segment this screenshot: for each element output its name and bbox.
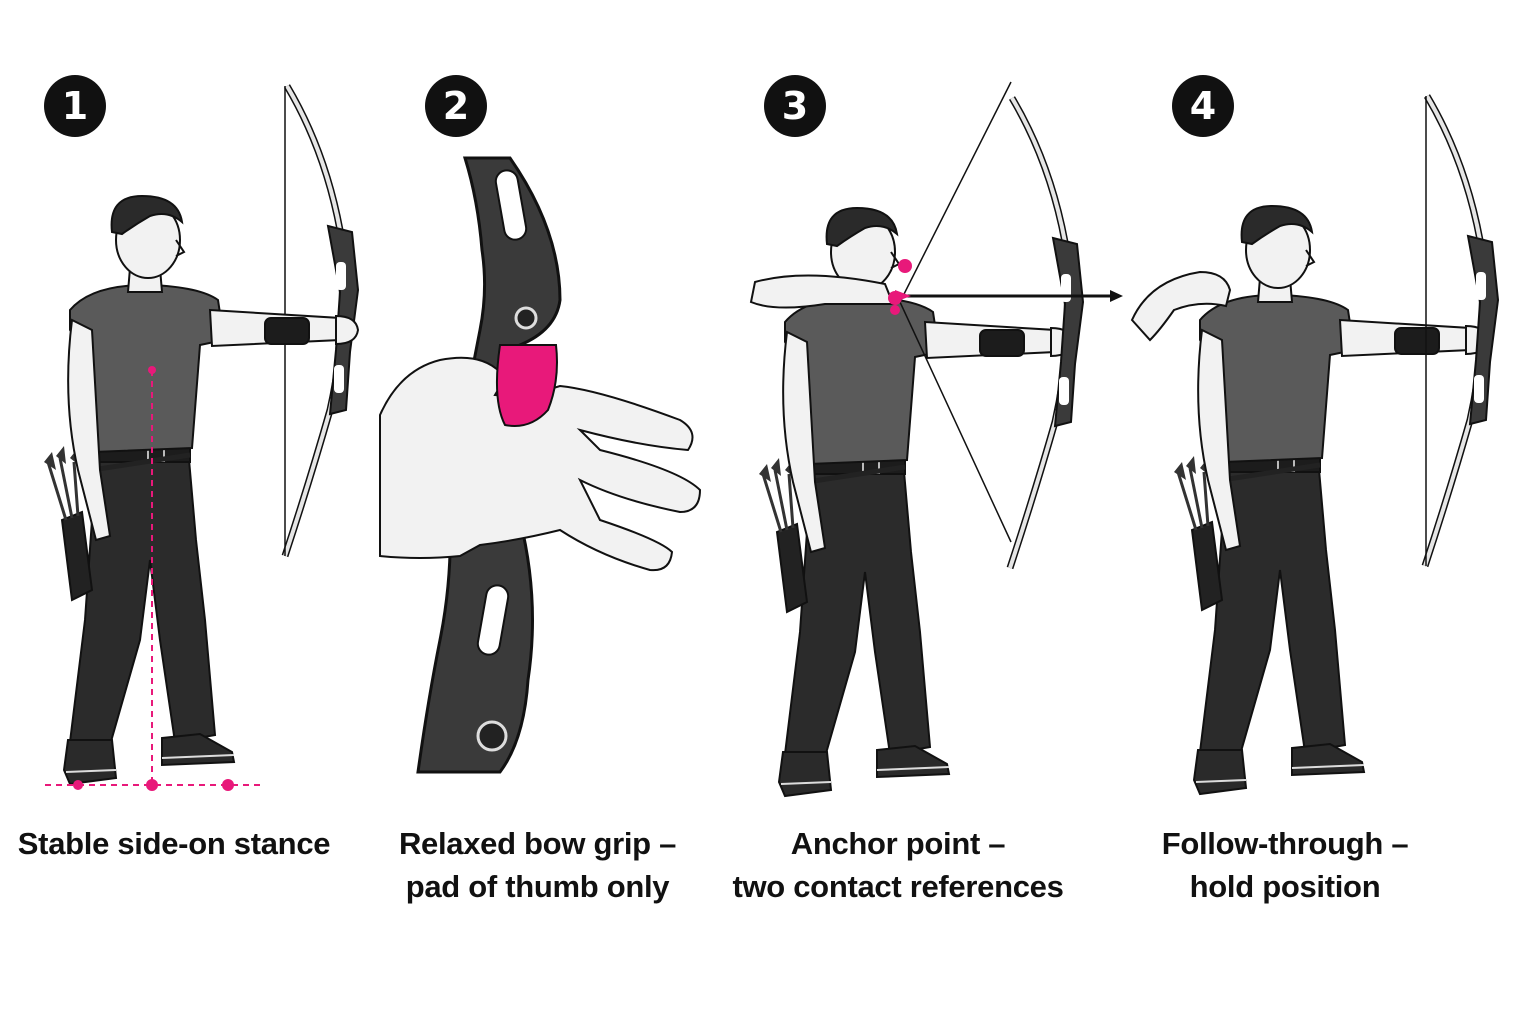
step-3-caption-line-1: Anchor point – bbox=[790, 826, 1006, 861]
panel-4-figure bbox=[1130, 96, 1498, 794]
release-arm bbox=[1130, 270, 1232, 342]
drawing-arm bbox=[749, 274, 895, 309]
step-4-caption-line-1: Follow-through – bbox=[1161, 826, 1409, 861]
step-2-badge: 2 bbox=[425, 75, 487, 137]
hand bbox=[379, 356, 702, 572]
panel-1-figure bbox=[44, 86, 358, 791]
step-4-badge: 4 bbox=[1172, 75, 1234, 137]
step-3-caption-line-2: two contact references bbox=[732, 869, 1064, 904]
panel-3-figure bbox=[749, 81, 1123, 796]
anchor-reference-nose bbox=[898, 259, 912, 273]
step-2-caption-line-1: Relaxed bow grip – bbox=[398, 826, 677, 861]
step-1-badge: 1 bbox=[44, 75, 106, 137]
panel-2-grip-closeup bbox=[379, 156, 702, 774]
thumb-pad-highlight bbox=[495, 344, 558, 427]
step-4-caption-line-2: hold position bbox=[1189, 869, 1381, 904]
step-2-caption: Relaxed bow grip – pad of thumb only bbox=[375, 822, 700, 908]
step-2-caption-line-2: pad of thumb only bbox=[405, 869, 670, 904]
step-1-caption: Stable side-on stance bbox=[14, 822, 334, 865]
anchor-reference-chin bbox=[888, 291, 902, 305]
step-3-caption: Anchor point – two contact references bbox=[728, 822, 1068, 908]
step-4-caption: Follow-through – hold position bbox=[1130, 822, 1440, 908]
bow-arm bbox=[209, 309, 359, 347]
step-3-badge: 3 bbox=[764, 75, 826, 137]
step-1-caption-line-1: Stable side-on stance bbox=[17, 826, 331, 861]
